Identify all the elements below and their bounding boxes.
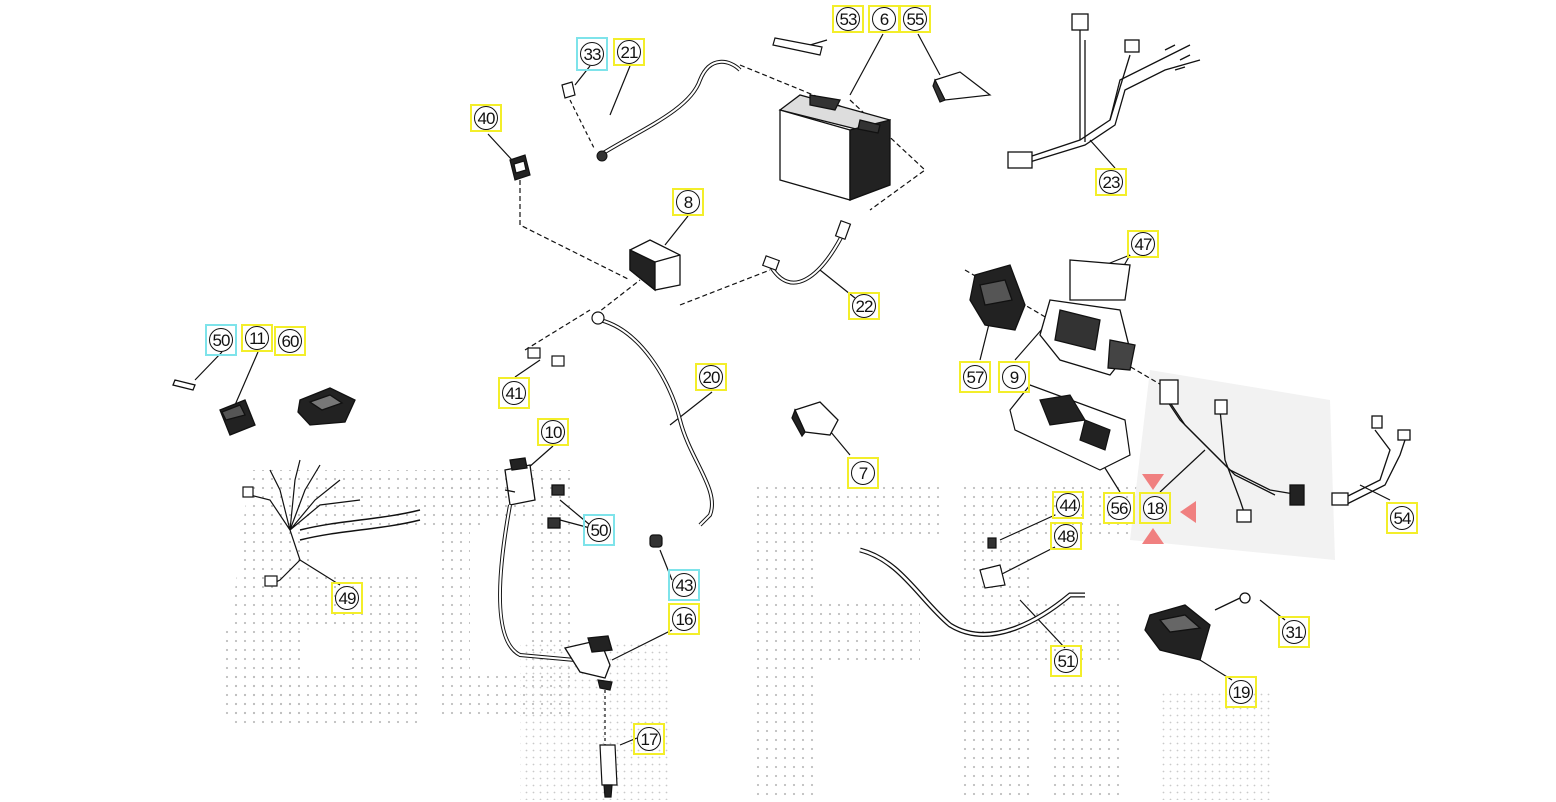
terminal-cap-icon: [932, 71, 992, 103]
callout-number: 47: [1131, 232, 1155, 256]
callout-20[interactable]: 20: [695, 363, 727, 391]
callout-number: 8: [676, 190, 700, 214]
wiring-harness-icon: [1007, 13, 1201, 169]
callout-57[interactable]: 57: [959, 361, 991, 393]
fuse-icon: [509, 154, 531, 181]
bracket-icon: [979, 537, 1006, 589]
callout-number: 17: [637, 727, 661, 751]
callout-number: 11: [245, 326, 269, 350]
callout-number: 57: [963, 365, 987, 389]
callout-9[interactable]: 9: [998, 361, 1030, 393]
callout-60[interactable]: 60: [274, 326, 306, 356]
callout-54[interactable]: 54: [1386, 502, 1418, 534]
callout-6[interactable]: 6: [868, 5, 900, 33]
callout-number: 22: [852, 294, 876, 318]
callout-8[interactable]: 8: [672, 188, 704, 216]
switch-icon: [172, 379, 256, 436]
callout-44[interactable]: 44: [1052, 491, 1084, 519]
ignition-coil-icon: [498, 457, 576, 662]
callout-number: 56: [1107, 496, 1131, 520]
switch-icon: [1144, 592, 1251, 661]
switch-icon: [297, 387, 356, 426]
callout-31[interactable]: 31: [1278, 616, 1310, 648]
callout-number: 49: [335, 586, 359, 610]
wiring-harness-icon: [242, 459, 421, 587]
callout-number: 6: [872, 7, 896, 31]
callout-19[interactable]: 19: [1225, 676, 1257, 708]
callout-number: 9: [1002, 365, 1026, 389]
marker-arrow-up-icon: [1142, 528, 1164, 544]
callout-18[interactable]: 18: [1139, 492, 1171, 524]
callout-16[interactable]: 16: [668, 603, 700, 635]
spark-plug-icon: [597, 679, 618, 798]
callout-43[interactable]: 43: [668, 569, 700, 601]
cable-icon: [859, 547, 1085, 637]
screw-icon: [561, 81, 596, 151]
marker-arrow-left-icon: [1180, 501, 1196, 523]
callout-55[interactable]: 55: [899, 5, 931, 33]
callout-number: 54: [1390, 506, 1414, 530]
callout-56[interactable]: 56: [1103, 492, 1135, 524]
callout-number: 55: [903, 7, 927, 31]
callout-10[interactable]: 10: [537, 418, 569, 446]
callout-53[interactable]: 53: [832, 5, 864, 33]
callout-22[interactable]: 22: [848, 292, 880, 320]
callout-number: 48: [1054, 524, 1078, 548]
callout-number: 7: [851, 461, 875, 485]
callout-23[interactable]: 23: [1095, 168, 1127, 196]
callout-number: 60: [278, 329, 302, 353]
callout-11[interactable]: 11: [241, 324, 273, 352]
callout-number: 31: [1282, 620, 1306, 644]
callout-number: 44: [1056, 493, 1080, 517]
wiring-harness-icon: [1331, 415, 1411, 506]
callout-number: 53: [836, 7, 860, 31]
callout-number: 40: [474, 106, 498, 130]
callout-21[interactable]: 21: [613, 38, 645, 66]
bolt-icon: [772, 37, 823, 56]
callout-number: 16: [672, 607, 696, 631]
callout-number: 20: [699, 365, 723, 389]
callout-40[interactable]: 40: [470, 104, 502, 132]
callout-50-coil[interactable]: 50: [583, 514, 615, 546]
cable-icon: [527, 311, 714, 527]
callout-number: 50: [209, 328, 233, 352]
starter-relay-icon: [791, 401, 839, 438]
wiring-harness-icon: [1159, 379, 1305, 523]
callout-49[interactable]: 49: [331, 582, 363, 614]
callout-number: 33: [580, 42, 604, 66]
callout-number: 19: [1229, 680, 1253, 704]
rectifier-icon: [1009, 384, 1131, 471]
callout-50-switch[interactable]: 50: [205, 324, 237, 356]
callout-41[interactable]: 41: [498, 377, 530, 409]
callout-17[interactable]: 17: [633, 723, 665, 755]
callout-7[interactable]: 7: [847, 457, 879, 489]
callout-number: 21: [617, 40, 641, 64]
spark-plug-cap-icon: [563, 635, 613, 679]
callout-number: 23: [1099, 170, 1123, 194]
callout-number: 51: [1054, 649, 1078, 673]
callout-48[interactable]: 48: [1050, 522, 1082, 550]
cdi-unit-icon: [969, 259, 1136, 376]
callout-51[interactable]: 51: [1050, 645, 1082, 677]
callout-number: 43: [672, 573, 696, 597]
relay-icon: [629, 239, 681, 292]
battery-icon: [778, 94, 892, 201]
cable-icon: [596, 59, 742, 162]
callout-number: 50: [587, 518, 611, 542]
grommet-icon: [649, 534, 663, 548]
cable-icon: [761, 220, 852, 285]
marker-arrow-down-icon: [1142, 474, 1164, 490]
callout-number: 18: [1143, 496, 1167, 520]
callout-number: 10: [541, 420, 565, 444]
callout-33[interactable]: 33: [576, 37, 608, 71]
callout-number: 41: [502, 381, 526, 405]
callout-47[interactable]: 47: [1127, 230, 1159, 258]
